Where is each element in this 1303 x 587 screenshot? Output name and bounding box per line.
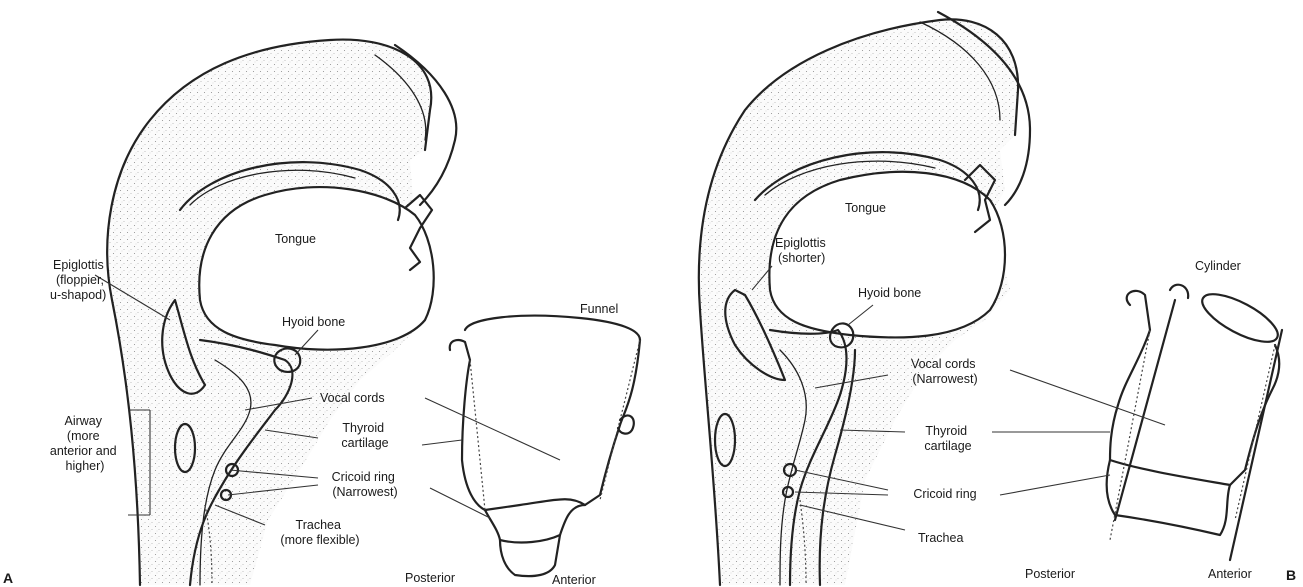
label-trachea-b: Trachea bbox=[918, 531, 963, 545]
label-hyoid-a: Hyoid bone bbox=[282, 315, 345, 329]
label-thyroid-b: Thyroid cartilage bbox=[924, 424, 971, 453]
label-anterior-b: Anterior bbox=[1208, 567, 1252, 581]
label-tongue-a: Tongue bbox=[275, 232, 316, 246]
cylinder-dash-1-b bbox=[1110, 330, 1150, 540]
label-vocal-cords-a: Vocal cords bbox=[320, 391, 385, 405]
label-epiglottis-b: Epiglottis (shorter) bbox=[775, 236, 829, 265]
cylinder-larynx-b bbox=[1107, 285, 1284, 560]
label-posterior-b: Posterior bbox=[1025, 567, 1075, 581]
leader-cricoid-cyl-b bbox=[1000, 475, 1110, 495]
leader-cricoid-funnel-a bbox=[430, 488, 490, 518]
label-posterior-a: Posterior bbox=[405, 571, 455, 585]
label-trachea-a: Trachea (more flexible) bbox=[280, 518, 359, 547]
cylinder-tab-b bbox=[1170, 285, 1188, 298]
label-epiglottis-a: Epiglottis (floppier, u-shapod) bbox=[50, 258, 107, 302]
panel-a: Tongue Epiglottis (floppier, u-shapod) H… bbox=[3, 40, 640, 587]
label-vocal-cords-b: Vocal cords (Narrowest) bbox=[911, 357, 979, 386]
label-hyoid-b: Hyoid bone bbox=[858, 286, 921, 300]
label-anterior-a: Anterior bbox=[552, 573, 596, 587]
panel-b: Tongue Epiglottis (shorter) Hyoid bone V… bbox=[699, 12, 1296, 585]
panel-letter-b: B bbox=[1286, 567, 1296, 583]
panel-letter-a: A bbox=[3, 570, 13, 586]
funnel-cricoid-a bbox=[485, 505, 585, 542]
leader-vocal-funnel-a bbox=[425, 398, 560, 460]
leader-vocal-cyl-b bbox=[1010, 370, 1165, 425]
label-thyroid-a: Thyroid cartilage bbox=[341, 421, 388, 450]
funnel-dash-1-a bbox=[470, 360, 485, 510]
cylinder-cricoid-b bbox=[1107, 460, 1230, 535]
label-cricoid-a: Cricoid ring (Narrowest) bbox=[332, 470, 399, 499]
cylinder-top-b bbox=[1196, 285, 1284, 351]
label-funnel-a: Funnel bbox=[580, 302, 618, 316]
label-cricoid-b: Cricoid ring bbox=[913, 487, 976, 501]
leader-thyroid-funnel-a bbox=[422, 440, 462, 445]
label-tongue-b: Tongue bbox=[845, 201, 886, 215]
funnel-body-a bbox=[450, 340, 640, 510]
label-cylinder-b: Cylinder bbox=[1195, 259, 1241, 273]
funnel-larynx-a bbox=[450, 316, 640, 576]
funnel-top-a bbox=[465, 316, 640, 340]
label-airway-a: Airway (more anterior and higher) bbox=[50, 414, 120, 473]
cylinder-side-right-b bbox=[1230, 330, 1282, 560]
